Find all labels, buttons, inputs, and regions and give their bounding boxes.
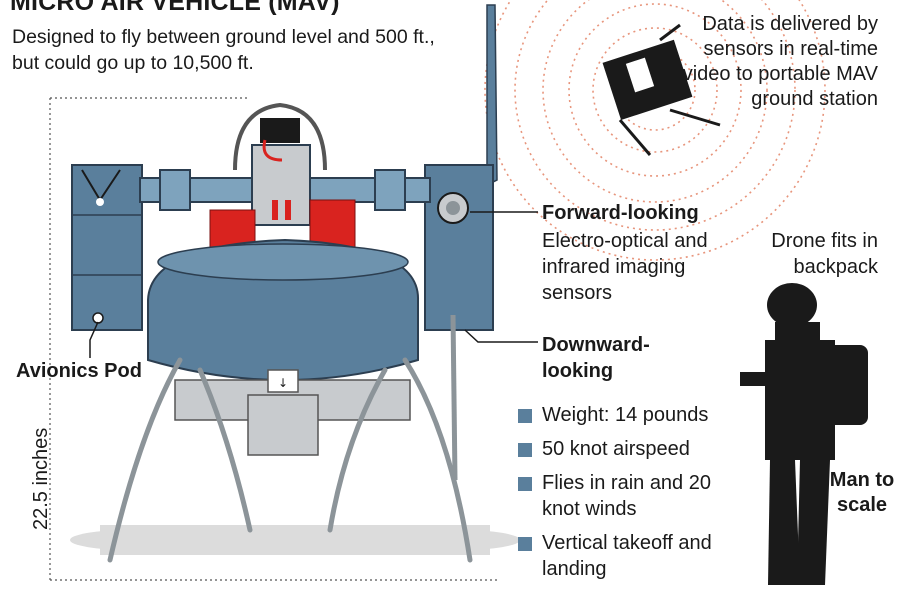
flying-drone-icon (602, 23, 721, 156)
spec-item: 50 knot airspeed (518, 436, 748, 462)
landing-legs (107, 357, 473, 563)
height-label: 22.5 inches (30, 427, 52, 530)
bullet-square-icon (518, 443, 532, 457)
engine-core (251, 144, 311, 226)
page-title: MICRO AIR VEHICLE (MAV) (10, 0, 340, 16)
spec-item: Flies in rain and 20 knot winds (518, 470, 748, 522)
leader-lines (89, 211, 538, 358)
antenna (486, 4, 498, 187)
avionics-pod-label: Avionics Pod (16, 360, 142, 382)
svg-text:↓: ↓ (278, 376, 288, 390)
soldier-silhouette (740, 283, 868, 585)
spec-text: Flies in rain and 20 knot winds (542, 472, 711, 520)
data-delivery-callout: Data is delivered by sensors in real-tim… (682, 13, 878, 110)
spec-item: Vertical takeoff and landing (518, 530, 748, 582)
bullet-square-icon (518, 537, 532, 551)
forward-looking-description: Electro-optical and infrared imaging sen… (542, 230, 708, 304)
top-cage (233, 102, 327, 171)
signal-waves (484, 0, 826, 261)
page-subtitle: Designed to fly between ground level and… (12, 26, 435, 74)
spec-item: Weight: 14 pounds (518, 402, 748, 428)
spec-text: 50 knot airspeed (542, 438, 690, 460)
spec-list: Weight: 14 pounds 50 knot airspeed Flies… (518, 402, 748, 590)
spec-text: Vertical takeoff and landing (542, 532, 712, 580)
bullet-square-icon (518, 409, 532, 423)
downward-looking-heading: Downward-looking (542, 334, 650, 382)
forward-looking-heading: Forward-looking (542, 202, 699, 224)
backpack-callout: Drone fits in backpack (771, 230, 878, 278)
man-to-scale-label: Man to scale (829, 469, 895, 516)
height-guide (49, 97, 500, 581)
ground-shadow (70, 525, 520, 555)
bullet-square-icon (518, 477, 532, 491)
lower-housing (174, 369, 411, 456)
sensor-pod-right (424, 164, 494, 331)
spec-text: Weight: 14 pounds (542, 404, 709, 426)
duct-body (147, 238, 420, 381)
avionics-pod-left (71, 164, 143, 331)
